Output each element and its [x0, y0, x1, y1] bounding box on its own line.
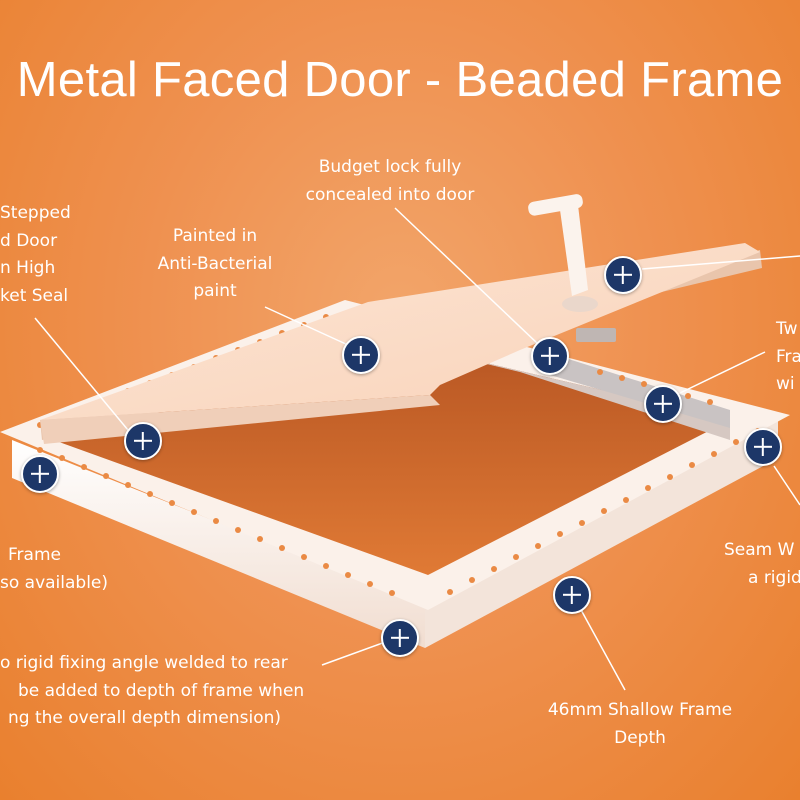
hotspot-budget-lock[interactable]	[531, 337, 569, 375]
hotspot-painted[interactable]	[342, 336, 380, 374]
hotspot-tw-frame[interactable]	[644, 385, 682, 423]
label-stepped-door: Stepped d Door n High ket Seal	[0, 203, 71, 306]
frame-inner-right-wall	[540, 350, 730, 428]
callout-lines	[34, 207, 800, 691]
frame-front-right-wall	[425, 420, 778, 648]
hotspot-fixing-angle[interactable]	[381, 619, 419, 657]
label-painted: Painted in Anti-Bacterial paint	[157, 226, 273, 301]
hotspot-door-edge[interactable]	[604, 256, 642, 294]
label-budget-lock: Budget lock fully concealed into door	[305, 157, 475, 205]
hotspot-frame[interactable]	[21, 455, 59, 493]
hotspot-seam[interactable]	[744, 428, 782, 466]
hotspot-stepped-door[interactable]	[124, 422, 162, 460]
label-shallow-depth: 46mm Shallow Frame Depth	[547, 700, 733, 748]
hotspot-shallow-depth[interactable]	[553, 576, 591, 614]
label-fixing-angle: o rigid fixing angle welded to rear be a…	[0, 653, 305, 728]
label-tw-frame: Tw Fra wi	[776, 319, 800, 394]
t-handle-lock	[528, 194, 616, 342]
label-seam: Seam W a rigid	[724, 540, 800, 588]
label-frame: Frame so available)	[0, 545, 109, 593]
frame-front-left-wall	[12, 440, 425, 648]
page-title: Metal Faced Door - Beaded Frame	[16, 53, 784, 107]
